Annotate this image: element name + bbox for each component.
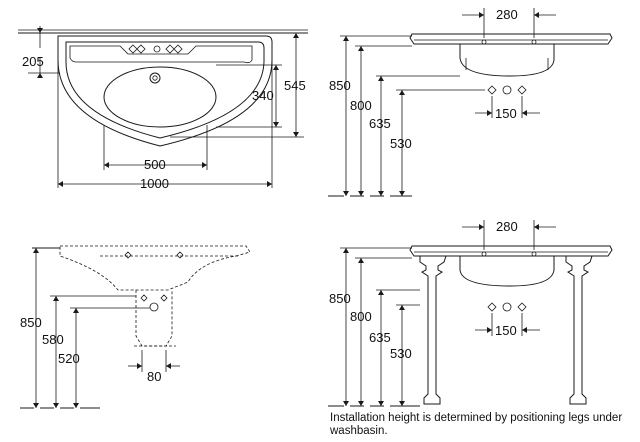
tap-hole-icon — [128, 44, 146, 54]
dim-520-side: 520 — [58, 351, 80, 366]
front-view-upper: 280 850 800 635 530 — [328, 7, 613, 197]
dim-150-upper: 150 — [495, 106, 517, 121]
side-view: 850 580 520 80 — [20, 245, 251, 409]
dim-580-side: 580 — [42, 332, 64, 347]
dim-800-upper: 800 — [350, 98, 372, 113]
dim-1000: 1000 — [140, 176, 169, 191]
dim-545: 545 — [284, 78, 306, 93]
dim-850-legs: 850 — [329, 291, 351, 306]
dim-500: 500 — [144, 157, 166, 172]
dim-800-legs: 800 — [350, 309, 372, 324]
dim-340: 340 — [252, 88, 274, 103]
dim-205: 205 — [22, 54, 44, 69]
dim-80-side: 80 — [147, 369, 161, 384]
front-view-legs: 280 850 800 635 530 — [328, 219, 613, 407]
dim-280: 280 — [496, 7, 518, 22]
dim-150-legs: 150 — [495, 323, 517, 338]
dim-635-legs: 635 — [369, 330, 391, 345]
installation-note: Installation height is determined by pos… — [330, 412, 623, 437]
dim-850-side: 850 — [20, 315, 42, 330]
dim-530-upper: 530 — [390, 136, 412, 151]
top-view: 205 545 340 500 1000 — [18, 26, 308, 191]
dim-850-upper: 850 — [329, 78, 351, 93]
dim-635-upper: 635 — [369, 116, 391, 131]
dim-280-legs: 280 — [496, 219, 518, 234]
dim-530-legs: 530 — [390, 346, 412, 361]
